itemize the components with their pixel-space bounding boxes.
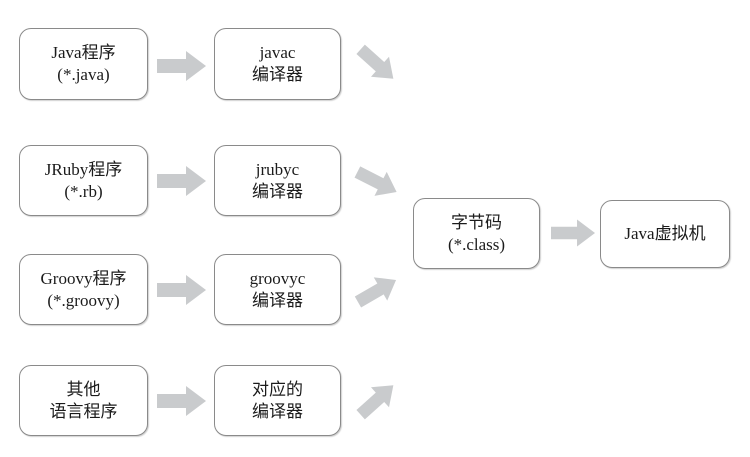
node-compiler-javac-line1: javac	[259, 43, 296, 63]
arrow-other-to-othercmp	[157, 386, 206, 416]
node-src-groovy-line1: Groovy程序	[40, 268, 127, 288]
node-src-java-line1: Java程序	[51, 43, 116, 63]
node-bytecode-line2: (*.class)	[447, 234, 506, 254]
node-compiler-other-line2: 编译器	[252, 401, 303, 421]
node-src-other: 其他 语言程序	[19, 365, 148, 436]
node-compiler-groovyc-line2: 编译器	[252, 290, 303, 310]
node-bytecode: 字节码 (*.class)	[413, 198, 540, 269]
node-compiler-groovyc-line1: groovyc	[249, 268, 306, 288]
node-src-jruby: JRuby程序 (*.rb)	[19, 145, 148, 216]
arrow-java-to-javac	[157, 51, 206, 81]
node-compiler-javac: javac 编译器	[214, 28, 341, 100]
node-src-groovy-line2: (*.groovy)	[47, 290, 120, 310]
node-src-jruby-line2: (*.rb)	[64, 181, 103, 201]
arrow-groovy-to-groovyc	[157, 275, 206, 305]
arrow-javac-to-bytecode	[351, 39, 402, 89]
node-bytecode-line1: 字节码	[451, 212, 502, 232]
node-jvm: Java虚拟机	[600, 200, 730, 268]
node-compiler-other: 对应的 编译器	[214, 365, 341, 436]
node-src-other-line1: 其他	[66, 379, 101, 399]
node-compiler-jrubyc: jrubyc 编译器	[214, 145, 341, 216]
node-compiler-groovyc: groovyc 编译器	[214, 254, 341, 325]
arrow-jruby-to-jrubyc	[157, 166, 206, 196]
node-compiler-jrubyc-line1: jrubyc	[255, 159, 300, 179]
node-src-java: Java程序 (*.java)	[19, 28, 148, 100]
node-compiler-jrubyc-line2: 编译器	[252, 181, 303, 201]
node-src-other-line2: 语言程序	[49, 401, 118, 421]
node-compiler-other-line1: 对应的	[252, 379, 303, 399]
arrow-bytecode-to-jvm	[551, 219, 595, 247]
arrow-groovyc-to-bytecode	[351, 268, 403, 314]
arrow-jrubyc-to-bytecode	[351, 160, 403, 205]
node-src-groovy: Groovy程序 (*.groovy)	[19, 254, 148, 325]
node-src-java-line2: (*.java)	[57, 65, 110, 84]
node-src-jruby-line1: JRuby程序	[44, 159, 123, 179]
arrow-othercmp-to-bytecode	[351, 375, 402, 425]
node-jvm-line1: Java虚拟机	[624, 224, 706, 244]
node-compiler-javac-line2: 编译器	[252, 65, 303, 84]
